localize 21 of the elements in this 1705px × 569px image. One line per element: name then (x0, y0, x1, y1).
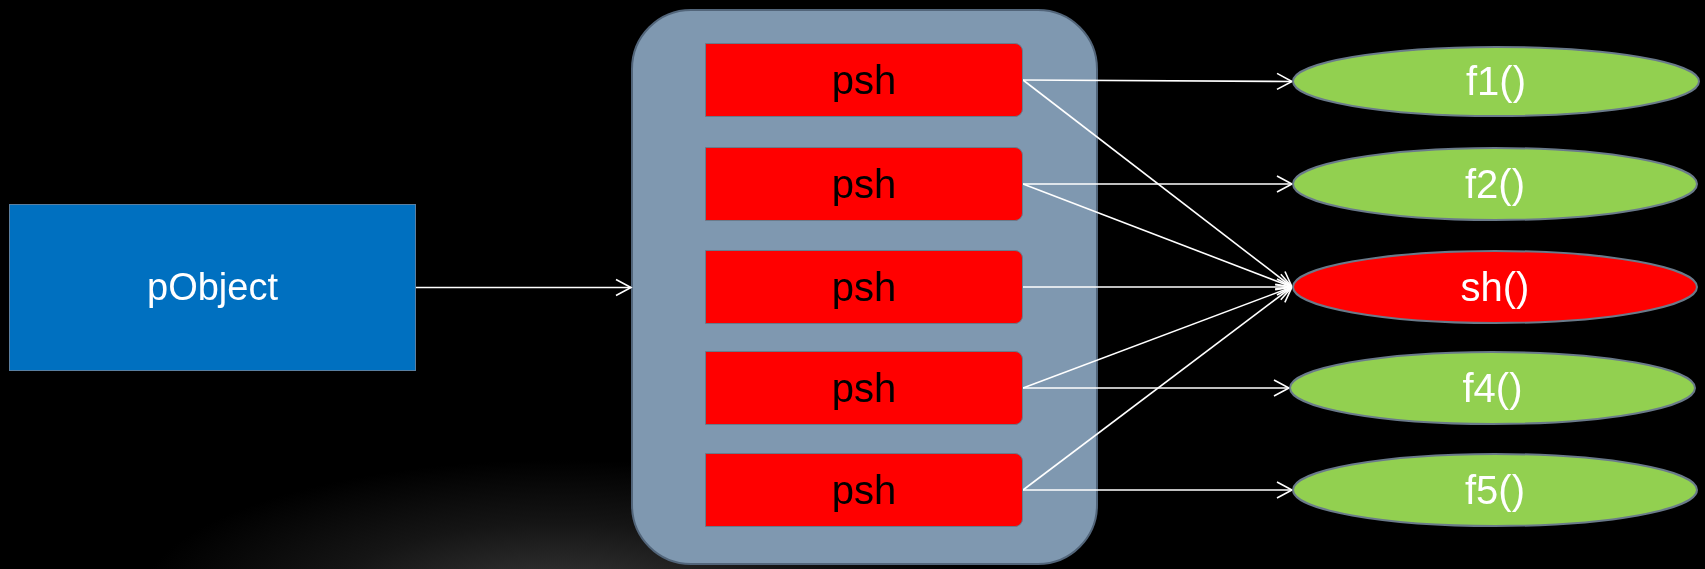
process-box: psh (705, 453, 1023, 527)
arrow (1022, 175, 1293, 193)
process-box: psh (705, 147, 1023, 221)
function-ellipse: sh() (1292, 250, 1698, 324)
arrow (415, 278, 632, 297)
process-box: psh (705, 351, 1023, 425)
function-ellipse: f2() (1292, 147, 1698, 221)
arrow (1022, 481, 1293, 499)
arrow (1022, 183, 1293, 290)
object-box: pObject (9, 204, 416, 371)
function-ellipse: f1() (1292, 46, 1700, 117)
arrow (1022, 72, 1293, 91)
group-panel (631, 9, 1098, 565)
arrow (1022, 286, 1293, 491)
process-box: psh (705, 43, 1023, 117)
function-ellipse: f4() (1289, 351, 1696, 425)
arrow (1022, 79, 1293, 288)
function-ellipse: f5() (1292, 453, 1698, 527)
process-box: psh (705, 250, 1023, 324)
arrow (1022, 284, 1293, 389)
arrow (1022, 379, 1290, 397)
